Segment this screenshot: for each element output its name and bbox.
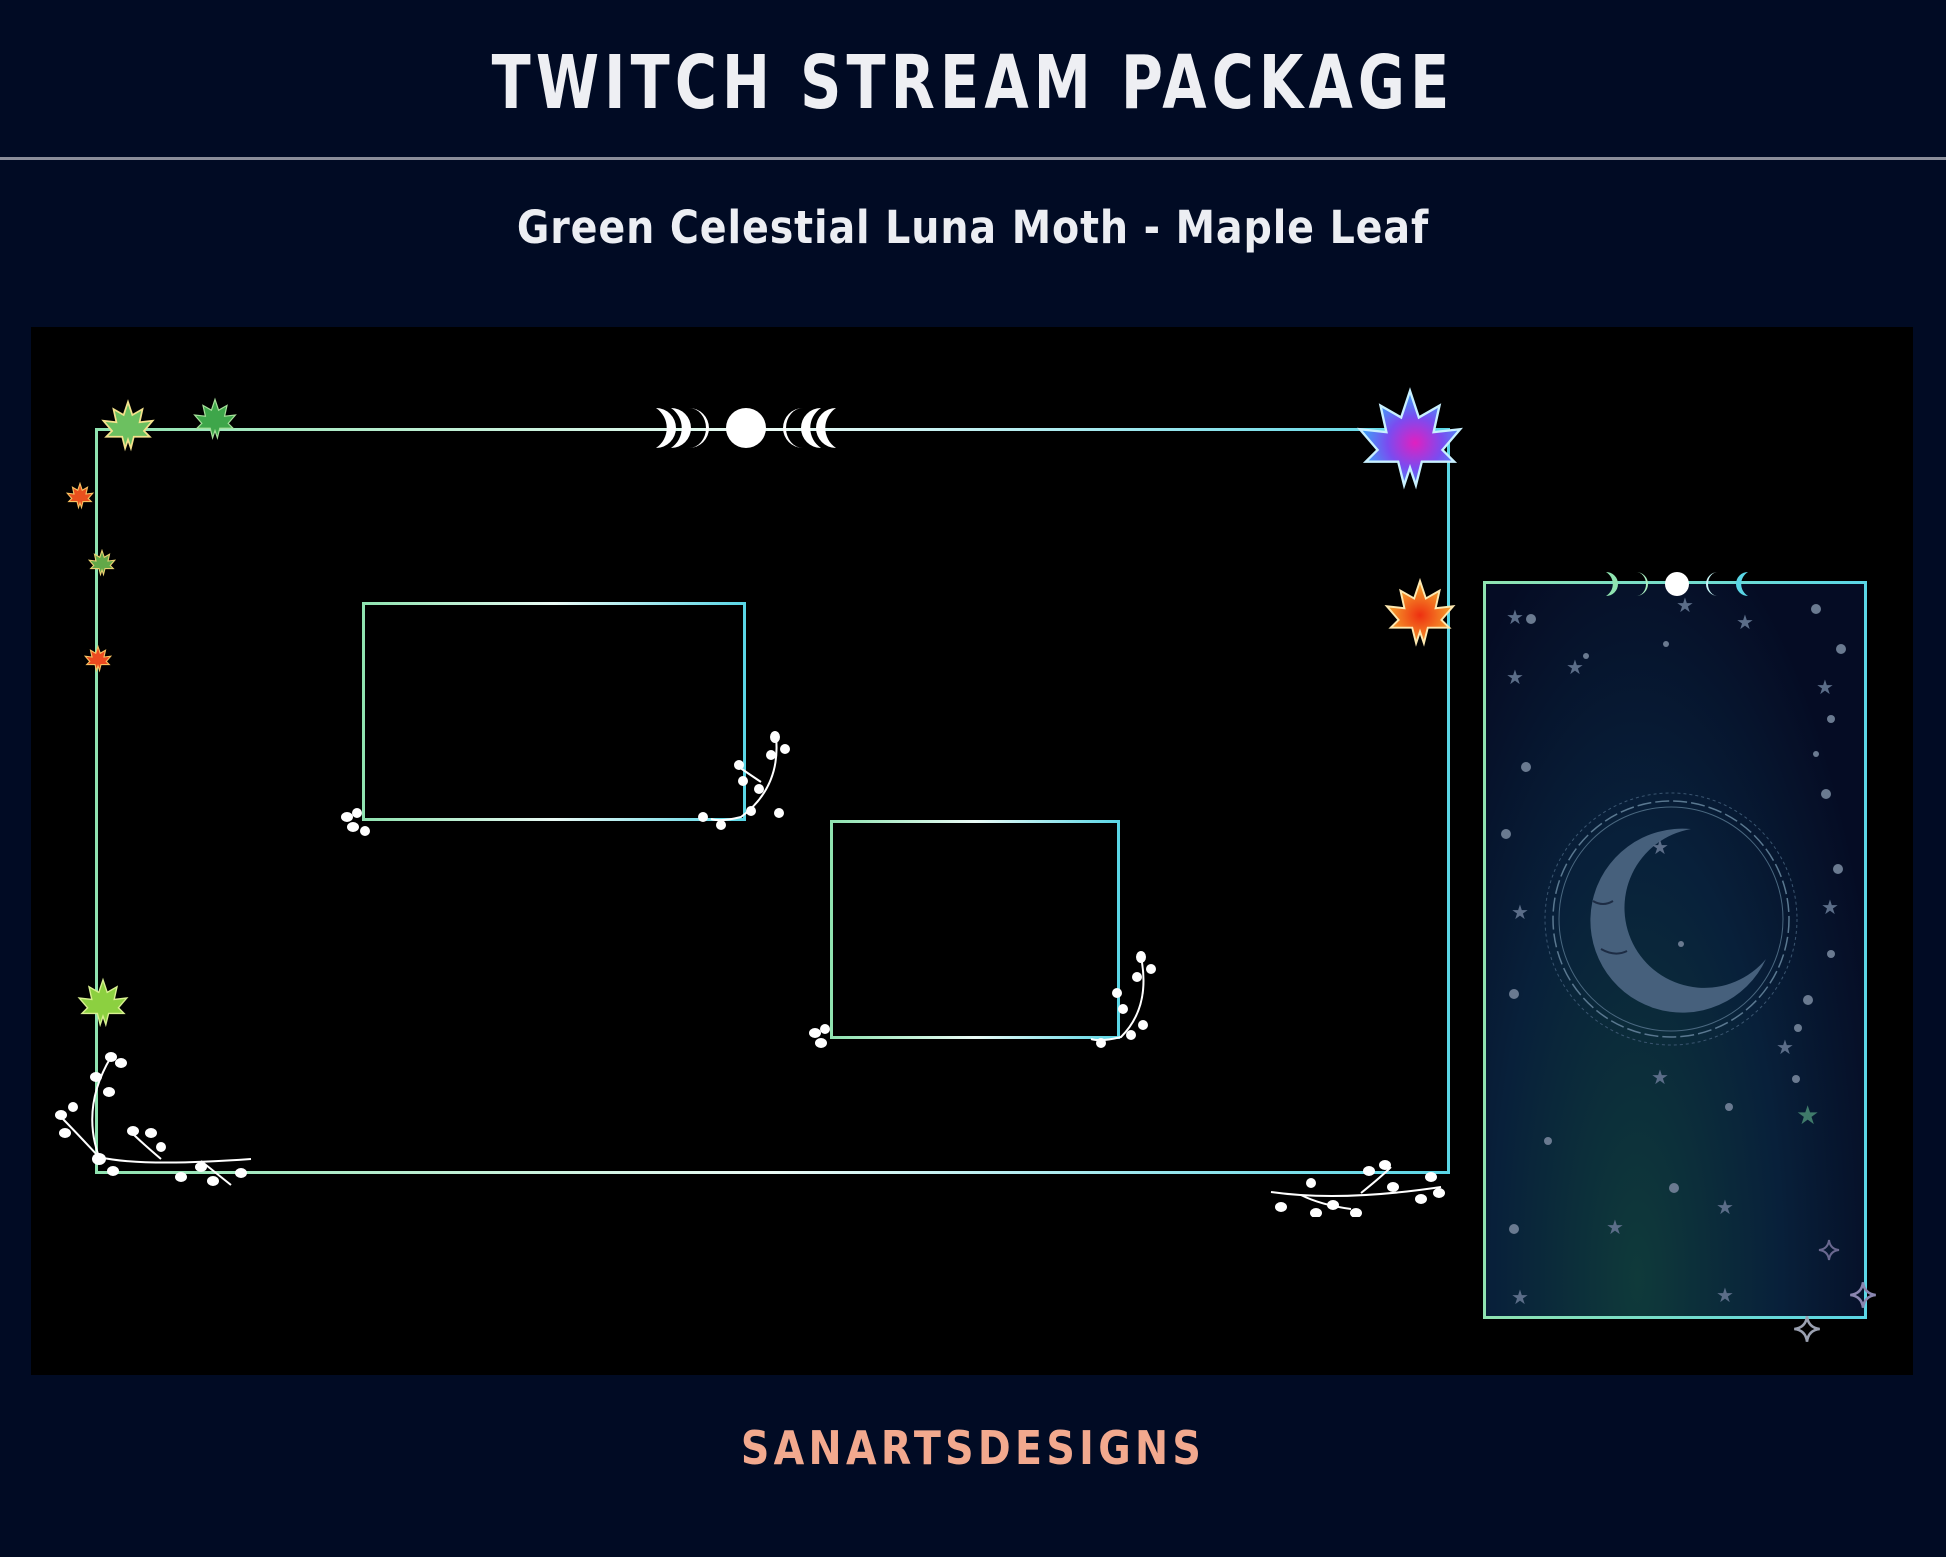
svg-text:★: ★ (1506, 605, 1524, 629)
page-title: TWITCH STREAM PACKAGE (491, 40, 1455, 126)
header-divider (0, 157, 1946, 160)
page-subtitle: Green Celestial Luna Moth - Maple Leaf (516, 201, 1430, 254)
vine-branch-icon (1270, 1160, 1445, 1217)
maple-leaf-icon (65, 482, 95, 510)
svg-text:★: ★ (1511, 900, 1529, 924)
svg-text:★: ★ (1651, 1065, 1669, 1089)
star-field: ★ ★ ★ ★ ★ ★ ★ ★ ★ ★ ★ ★ ★ ★ ★ ★ (1501, 593, 1846, 1309)
vine-branch-icon (809, 1024, 830, 1048)
svg-text:★: ★ (1816, 675, 1834, 699)
brand-name: SANARTSDESIGNS (740, 1421, 1206, 1475)
crescent-moon-face-icon (1544, 792, 1798, 1046)
svg-text:★: ★ (1511, 1285, 1529, 1309)
moon-phases-icon (1606, 572, 1748, 596)
vertical-moon-panel: ★ ★ ★ ★ ★ ★ ★ ★ ★ ★ ★ ★ ★ ★ ★ ★ (1483, 572, 1867, 1319)
svg-text:★: ★ (1716, 1195, 1734, 1219)
svg-text:★: ★ (1506, 665, 1524, 689)
svg-text:★: ★ (1736, 610, 1754, 634)
svg-text:★: ★ (1566, 655, 1584, 679)
maple-leaf-icon (193, 397, 237, 440)
svg-text:★: ★ (1676, 593, 1694, 617)
vine-branch-icon (698, 731, 790, 830)
sparkle-star-icon (1794, 1316, 1820, 1342)
sparkle-star-icon (1850, 1282, 1876, 1308)
maple-leaf-icon (1357, 387, 1463, 490)
svg-text:★: ★ (1651, 835, 1669, 859)
maple-leaf-icon (1384, 577, 1456, 647)
maple-leaf-icon (101, 399, 155, 452)
webcam-frame-large (362, 602, 746, 821)
svg-text:★: ★ (1716, 1283, 1734, 1307)
vine-branch-icon (341, 808, 370, 836)
svg-text:★: ★ (1776, 1035, 1794, 1059)
svg-text:★: ★ (1606, 1215, 1624, 1239)
svg-text:★: ★ (1796, 1101, 1819, 1131)
maple-leaf-icon (83, 645, 113, 673)
main-stream-frame (95, 428, 1450, 1174)
moon-phases-icon (656, 408, 836, 448)
vine-branch-icon (55, 1052, 252, 1186)
vine-branch-icon (1090, 951, 1156, 1048)
svg-text:★: ★ (1821, 895, 1839, 919)
overlay-preview: ★ ★ ★ ★ ★ ★ ★ ★ ★ ★ ★ ★ ★ ★ ★ ★ (31, 327, 1913, 1375)
webcam-frame-small (830, 820, 1120, 1039)
maple-leaf-icon (77, 977, 129, 1028)
maple-leaf-icon (87, 549, 117, 577)
sparkle-star-icon (1818, 1239, 1840, 1261)
